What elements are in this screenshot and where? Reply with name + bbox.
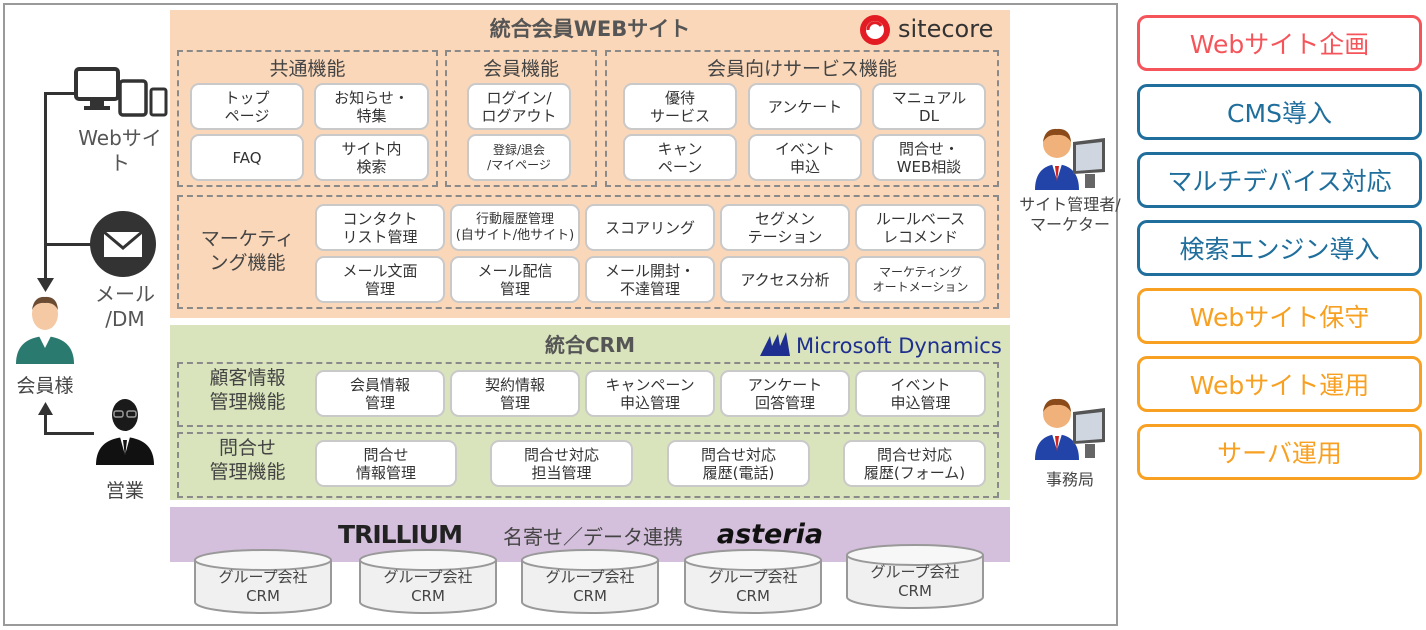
- service-features-group: [605, 50, 999, 187]
- marketing-group: [177, 195, 999, 309]
- group-crm-label: グループ会社 CRM: [870, 563, 960, 600]
- devices-icon: [74, 67, 168, 117]
- common-features-group: [177, 50, 438, 187]
- inquiry-title: 問合せ 管理機能: [209, 437, 286, 483]
- feature-event: イベント 申込: [748, 134, 862, 181]
- diagram-frame: [3, 3, 1118, 626]
- service-web-maintenance: Webサイト保守: [1137, 288, 1422, 344]
- mk-mail-open: メール開封・ 不達管理: [585, 256, 715, 303]
- inq-info: 問合せ 情報管理: [315, 440, 457, 487]
- member-person-icon: [16, 296, 74, 364]
- inq-phone-history: 問合せ対応 履歴(電話): [667, 440, 810, 487]
- feature-faq: FAQ: [190, 134, 304, 181]
- service-server-operation: サーバ運用: [1137, 424, 1422, 480]
- mk-access-analysis: アクセス分析: [720, 256, 850, 303]
- mk-segmentation: セグメン テーション: [720, 204, 850, 251]
- crm-contract-info: 契約情報 管理: [450, 370, 580, 417]
- group-crm-label: グループ会社 CRM: [218, 568, 308, 605]
- mk-mail-delivery: メール配信 管理: [450, 256, 580, 303]
- service-features-title: 会員向けサービス機能: [706, 58, 897, 80]
- feature-site-search: サイト内 検索: [314, 134, 429, 181]
- crm-title: 統合CRM: [545, 333, 635, 357]
- member-features-title: 会員機能: [482, 58, 559, 80]
- service-multi-device: マルチデバイス対応: [1137, 152, 1422, 208]
- microsoft-dynamics-logo: Microsoft Dynamics: [760, 332, 1005, 360]
- feature-inquiry: 問合せ・ WEB相談: [872, 134, 986, 181]
- web-channel-label: Webサイ ト: [78, 126, 162, 175]
- group-crm-db: グループ会社 CRM: [193, 548, 333, 614]
- feature-top-page: トップ ページ: [190, 83, 304, 130]
- service-web-operation: Webサイト運用: [1137, 356, 1422, 412]
- feature-manual: マニュアル DL: [872, 83, 986, 130]
- site-admin-icon: [1035, 128, 1105, 190]
- inquiry-group: [177, 432, 999, 498]
- asteria-logo: asteria: [716, 519, 824, 550]
- group-crm-db: グループ会社 CRM: [358, 548, 498, 614]
- connector-line: [44, 414, 47, 434]
- service-search-engine: 検索エンジン導入: [1137, 220, 1422, 276]
- inq-owner: 問合せ対応 担当管理: [490, 440, 633, 487]
- site-admin-label: サイト管理者/ マーケター: [1019, 195, 1121, 234]
- crm-event: イベント 申込管理: [855, 370, 986, 417]
- arrow-down-icon: [37, 278, 54, 292]
- member-label: 会員様: [16, 375, 74, 397]
- office-staff-label: 事務局: [1045, 470, 1094, 489]
- connector-line: [44, 92, 47, 282]
- arrow-up-icon: [38, 402, 53, 415]
- mk-automation: マーケティング オートメーション: [855, 256, 986, 303]
- mk-contact-list: コンタクト リスト管理: [315, 204, 445, 251]
- group-crm-db: グループ会社 CRM: [845, 543, 985, 609]
- connector-line: [44, 92, 76, 95]
- inq-form-history: 問合せ対応 履歴(フォーム): [843, 440, 986, 487]
- crm-member-info: 会員情報 管理: [315, 370, 445, 417]
- trillium-logo: TRILLIUM: [338, 520, 463, 549]
- mail-channel-label: メール /DM: [95, 282, 155, 331]
- mk-behavior: 行動履歴管理 (自サイト/他サイト): [450, 204, 580, 251]
- data-integration-label: 名寄せ／データ連携: [503, 525, 683, 549]
- member-features-group: [445, 50, 597, 187]
- feature-register: 登録/退会 /マイページ: [467, 134, 571, 181]
- sales-person-icon: [96, 399, 154, 465]
- customer-info-group: [177, 362, 999, 427]
- mk-scoring: スコアリング: [585, 204, 715, 251]
- marketing-title: マーケティ ング機能: [200, 228, 295, 274]
- sales-label: 営業: [105, 480, 144, 502]
- sitecore-logo: sitecore: [858, 13, 1008, 47]
- feature-login: ログイン/ ログアウト: [467, 83, 571, 130]
- feature-survey: アンケート: [748, 83, 862, 130]
- crm-campaign: キャンペーン 申込管理: [585, 370, 715, 417]
- customer-info-title: 顧客情報 管理機能: [209, 367, 286, 413]
- feature-news: お知らせ・ 特集: [314, 83, 429, 130]
- feature-benefits: 優待 サービス: [623, 83, 737, 130]
- office-staff-icon: [1035, 398, 1105, 460]
- group-crm-label: グループ会社 CRM: [545, 568, 635, 605]
- group-crm-db: グループ会社 CRM: [520, 548, 660, 614]
- web-site-title: 統合会員WEBサイト: [489, 17, 691, 41]
- mail-icon: [90, 211, 156, 277]
- common-features-title: 共通機能: [269, 58, 346, 80]
- group-crm-label: グループ会社 CRM: [383, 568, 473, 605]
- mk-recommend: ルールベース レコメンド: [855, 204, 986, 251]
- connector-line: [44, 432, 94, 435]
- crm-survey: アンケート 回答管理: [720, 370, 850, 417]
- feature-campaign: キャン ペーン: [623, 134, 737, 181]
- group-crm-label: グループ会社 CRM: [708, 568, 798, 605]
- group-crm-db: グループ会社 CRM: [683, 548, 823, 614]
- mk-mail-content: メール文面 管理: [315, 256, 445, 303]
- service-cms: CMS導入: [1137, 84, 1422, 140]
- service-web-planning: Webサイト企画: [1137, 15, 1422, 71]
- connector-line: [44, 243, 92, 246]
